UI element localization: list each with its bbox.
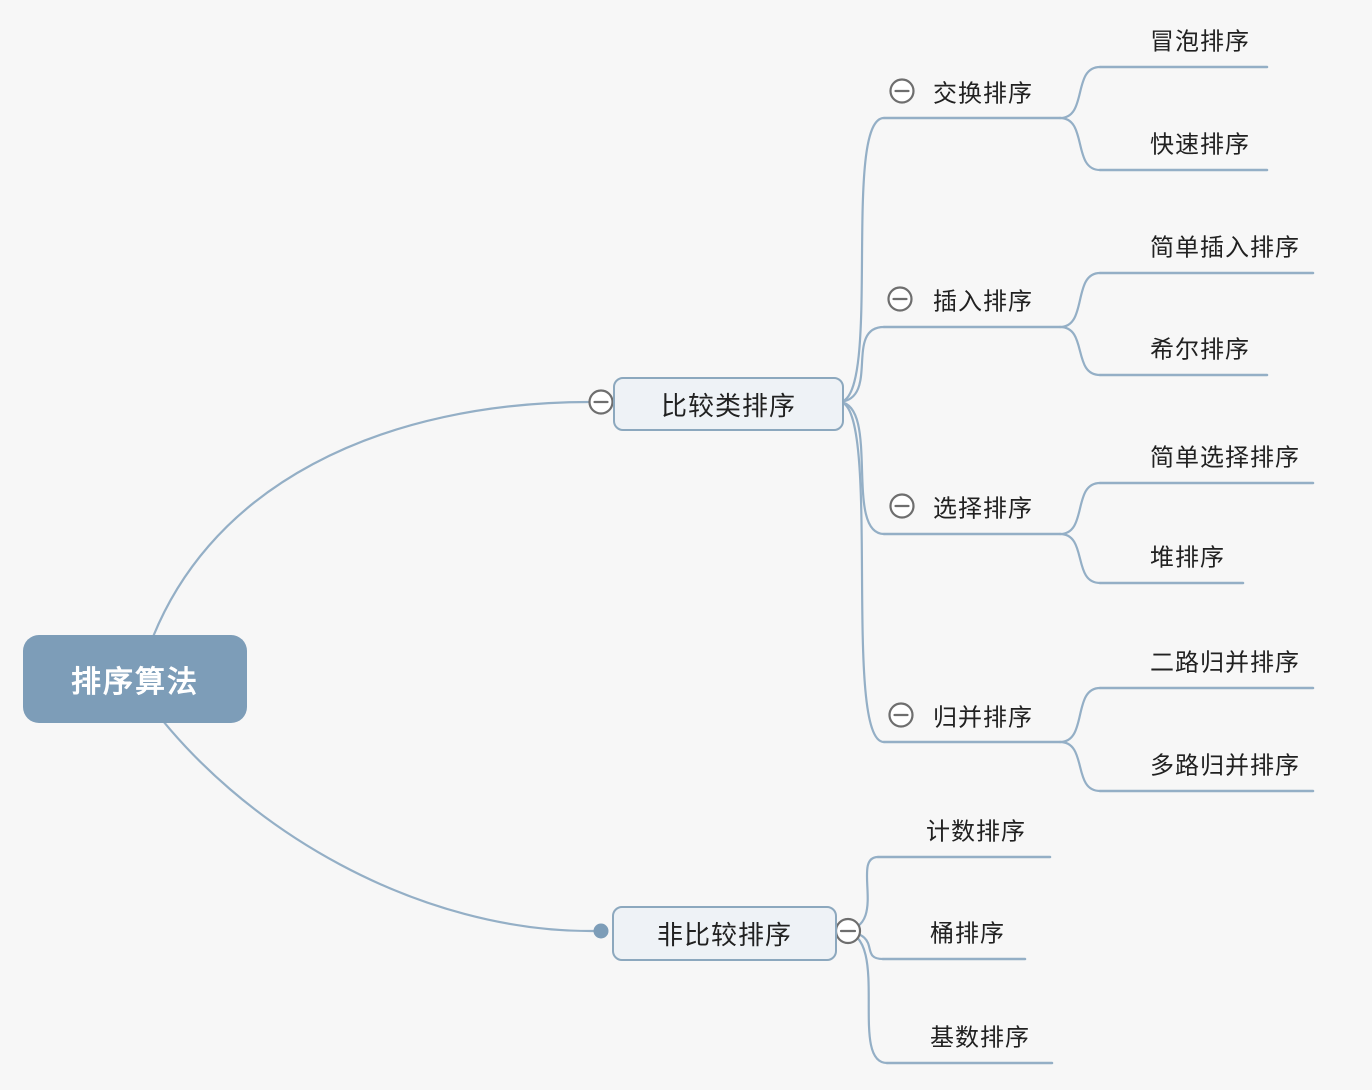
connector-root-comparison [141,400,592,667]
branch-dot [593,923,609,939]
topic-non-comparison-sort[interactable]: 非比较排序 [612,906,837,961]
collapse-icon[interactable] [588,389,614,415]
collapse-icon[interactable] [888,702,914,728]
connector-comparison-insertion [838,325,886,404]
topic-bubble-sort[interactable]: 冒泡排序 [1150,28,1250,56]
topic-radix-sort[interactable]: 基数排序 [930,1024,1030,1052]
collapse-icon[interactable] [889,78,915,104]
connector-comparison-exchange [838,116,886,404]
topic-quick-sort[interactable]: 快速排序 [1150,131,1250,159]
connector-insertion-shell [1058,325,1102,377]
connector-exchange-quick [1058,116,1102,172]
topic-simple-selection-sort[interactable]: 简单选择排序 [1150,444,1300,472]
topic-simple-insertion-sort[interactable]: 简单插入排序 [1150,234,1300,262]
connector-selection-heap [1058,532,1102,585]
topic-insertion-sort[interactable]: 插入排序 [933,288,1033,316]
topic-two-way-merge-sort[interactable]: 二路归并排序 [1150,649,1300,677]
connector-merge-multiway [1058,740,1102,793]
topic-exchange-sort[interactable]: 交换排序 [933,80,1033,108]
topic-heap-sort[interactable]: 堆排序 [1150,544,1225,572]
collapse-icon[interactable] [834,917,862,945]
topic-selection-sort[interactable]: 选择排序 [933,495,1033,523]
collapse-icon[interactable] [889,493,915,519]
connector-comparison-merge [838,400,886,744]
topic-multi-way-merge-sort[interactable]: 多路归并排序 [1150,752,1300,780]
connector-exchange-bubble [1058,65,1102,120]
connector-noncomparison-radix [841,929,889,1065]
topic-shell-sort[interactable]: 希尔排序 [1150,336,1250,364]
connector-merge-twoway [1058,686,1102,744]
root-node-sorting-algorithms[interactable]: 排序算法 [23,635,247,723]
connector-insertion-simpleinsertion [1058,271,1102,329]
collapse-icon[interactable] [887,286,913,312]
connector-comparison-selection [838,400,886,536]
topic-counting-sort[interactable]: 计数排序 [926,818,1026,846]
topic-merge-sort[interactable]: 归并排序 [933,704,1033,732]
connector-selection-simpleselection [1058,481,1102,536]
topic-bucket-sort[interactable]: 桶排序 [930,920,1005,948]
topic-comparison-sort[interactable]: 比较类排序 [613,377,844,431]
connector-root-noncomparison [141,693,598,933]
